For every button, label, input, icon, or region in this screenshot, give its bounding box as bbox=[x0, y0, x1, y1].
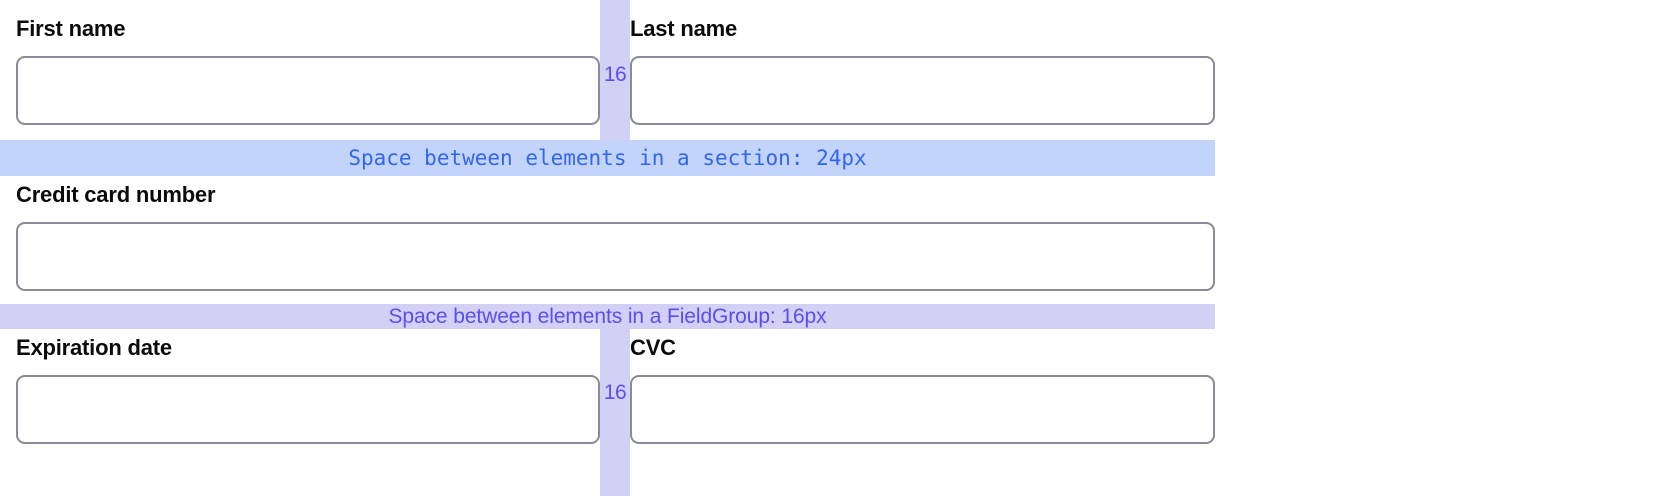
column-gap-label-name-row: 16 bbox=[603, 63, 627, 86]
label-credit-card-number: Credit card number bbox=[16, 182, 216, 207]
field-first-name: First name bbox=[16, 0, 600, 125]
column-gap-label-expiry-row: 16 bbox=[603, 381, 627, 404]
field-last-name: Last name bbox=[630, 0, 1215, 125]
field-cvc: CVC bbox=[630, 329, 1215, 444]
field-expiration-date: Expiration date bbox=[16, 329, 600, 444]
input-expiration-date[interactable] bbox=[16, 375, 600, 444]
annotation-band-fieldgroup-spacing: Space between elements in a FieldGroup: … bbox=[0, 304, 1215, 329]
annotation-band-section-spacing: Space between elements in a section: 24p… bbox=[0, 140, 1215, 176]
field-credit-card-number: Credit card number bbox=[16, 182, 1215, 291]
label-first-name: First name bbox=[16, 16, 126, 41]
input-credit-card-number[interactable] bbox=[16, 222, 1215, 291]
input-cvc[interactable] bbox=[630, 375, 1215, 444]
column-gap-highlight-name-row bbox=[600, 0, 630, 140]
field-row-expiry: 16 Expiration date CVC bbox=[0, 329, 1215, 496]
label-expiration-date: Expiration date bbox=[16, 335, 172, 360]
label-last-name: Last name bbox=[630, 16, 738, 41]
input-last-name[interactable] bbox=[630, 56, 1215, 125]
column-gap-highlight-expiry-row bbox=[600, 329, 630, 496]
label-cvc: CVC bbox=[630, 335, 676, 360]
annotation-text-fieldgroup-spacing: Space between elements in a FieldGroup: … bbox=[388, 304, 827, 328]
form-content: 16 First name Last name Space between el… bbox=[0, 0, 1215, 496]
field-row-name: 16 First name Last name bbox=[0, 0, 1215, 140]
annotation-text-section-spacing: Space between elements in a section: 24p… bbox=[348, 146, 867, 170]
input-first-name[interactable] bbox=[16, 56, 600, 125]
